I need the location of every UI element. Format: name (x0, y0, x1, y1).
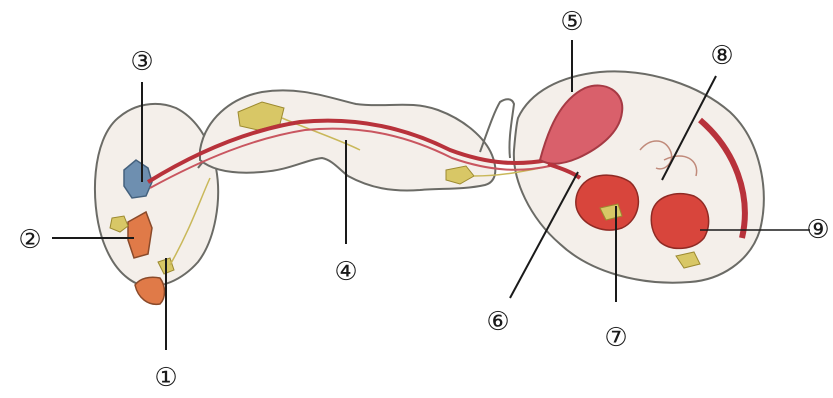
label-6: ⑥ (486, 309, 509, 335)
ovary-organ (651, 194, 708, 249)
midgut (576, 175, 639, 230)
label-9: ⑨ (806, 217, 829, 243)
gaster-outline (514, 71, 764, 282)
head-outline (95, 104, 218, 286)
label-8: ⑧ (710, 43, 733, 69)
label-2: ② (18, 227, 41, 253)
label-3: ③ (130, 49, 153, 75)
label-5: ⑤ (560, 9, 583, 35)
label-4: ④ (334, 259, 357, 285)
label-7: ⑦ (604, 325, 627, 351)
mandible (135, 277, 165, 304)
label-1: ① (154, 365, 177, 391)
